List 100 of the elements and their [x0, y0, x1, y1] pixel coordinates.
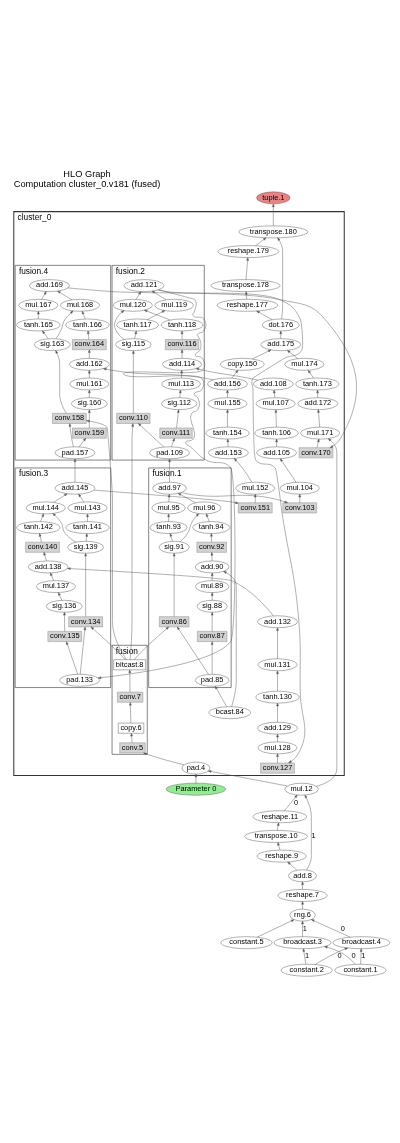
arrow [172, 552, 176, 617]
node-box: conv.158 [52, 412, 87, 424]
arrow [67, 566, 274, 616]
arrow [129, 422, 134, 660]
arrow [133, 626, 169, 660]
node-ellipse: tanh.142 [16, 520, 61, 534]
arrow [52, 512, 77, 542]
node-box: conv.87 [197, 630, 228, 642]
node-ellipse: constant.2 [280, 963, 333, 976]
node-ellipse: sig.91 [158, 540, 190, 553]
arrow [40, 513, 44, 522]
arrow [39, 532, 42, 542]
node-ellipse: bcast.84 [208, 705, 251, 719]
arrow [66, 640, 78, 675]
edge-label: 1 [361, 950, 366, 960]
arrow [138, 422, 165, 447]
node-ellipse: mul.104 [279, 481, 320, 494]
arrow [210, 551, 214, 561]
arrow [177, 626, 209, 675]
arrow [55, 310, 74, 339]
node-ellipse: add.108 [253, 377, 294, 390]
edge-label: 1 [311, 830, 316, 840]
arrow [73, 458, 77, 482]
arrow [68, 422, 74, 447]
node-ellipse: add.8 [288, 869, 317, 882]
arrow [85, 532, 88, 541]
arrow [307, 369, 314, 378]
arrow [50, 572, 54, 581]
arrow [88, 409, 91, 428]
node-ellipse: tanh.94 [192, 520, 231, 534]
node-ellipse: sig.115 [115, 337, 152, 351]
arrow [256, 310, 273, 320]
edge-label: 1 [305, 950, 310, 960]
arrow [287, 349, 299, 359]
arrow [88, 369, 91, 378]
arrow [210, 532, 213, 542]
arrow [316, 438, 320, 448]
arrow [314, 947, 348, 965]
arrow [167, 513, 170, 522]
node-ellipse: mul.113 [161, 377, 201, 390]
arrow [254, 493, 257, 503]
arrow [151, 290, 167, 300]
edge-label: 1 [302, 923, 307, 933]
node-ellipse: constant.1 [334, 963, 387, 976]
arrow [128, 669, 131, 692]
arrow [169, 532, 173, 541]
arrow [276, 670, 279, 691]
arrow [226, 438, 230, 447]
arrow [245, 256, 249, 280]
arrow [280, 457, 297, 483]
arrow [210, 572, 214, 581]
node-ellipse: add.129 [257, 721, 298, 734]
node-ellipse: mul.155 [207, 396, 248, 410]
arrow [214, 685, 227, 707]
arrow [57, 290, 73, 300]
arrow [43, 551, 47, 561]
arrow [168, 458, 171, 482]
arrow [276, 627, 279, 659]
arrow [58, 591, 63, 600]
arrow [180, 349, 184, 359]
arrow [316, 389, 319, 398]
node-box: conv.164 [72, 338, 107, 350]
arrow [84, 552, 87, 617]
arrow [231, 369, 239, 378]
arrow [276, 753, 279, 763]
node-ellipse: constant.5 [220, 935, 273, 949]
arrow [272, 203, 275, 226]
node-ellipse: tanh.93 [149, 520, 188, 534]
arrow [88, 389, 91, 398]
edge-label: 0 [337, 950, 342, 960]
arrow [180, 512, 199, 542]
arrow [129, 701, 132, 723]
arrow [277, 237, 283, 319]
node-ellipse: Parameter 0 [165, 782, 226, 795]
node-ellipse: tanh.106 [254, 426, 299, 439]
arrow [277, 822, 280, 831]
arrow [55, 349, 67, 413]
arrow [226, 408, 229, 427]
node-ellipse: add.105 [256, 446, 297, 459]
arrow [79, 626, 87, 674]
node-box: conv.127 [260, 762, 295, 773]
arrow [78, 493, 85, 502]
arrow [78, 437, 87, 447]
arrow [53, 492, 68, 503]
node-ellipse: tanh.118 [160, 318, 204, 331]
arrow [132, 349, 135, 413]
arrow [181, 491, 288, 503]
arrow [195, 367, 259, 380]
arrow [171, 437, 175, 447]
arrow [276, 733, 279, 742]
node-ellipse: sig.136 [46, 599, 83, 612]
node-ellipse: mul.161 [69, 377, 110, 390]
node-ellipse: mul.107 [255, 396, 296, 410]
node-ellipse: tanh.166 [65, 318, 110, 331]
arrow [177, 492, 196, 503]
arrow [298, 493, 301, 503]
arrow [311, 918, 351, 937]
node-ellipse: pad.109 [149, 446, 190, 459]
node-ellipse: add.132 [257, 615, 298, 628]
arrow [223, 570, 237, 707]
